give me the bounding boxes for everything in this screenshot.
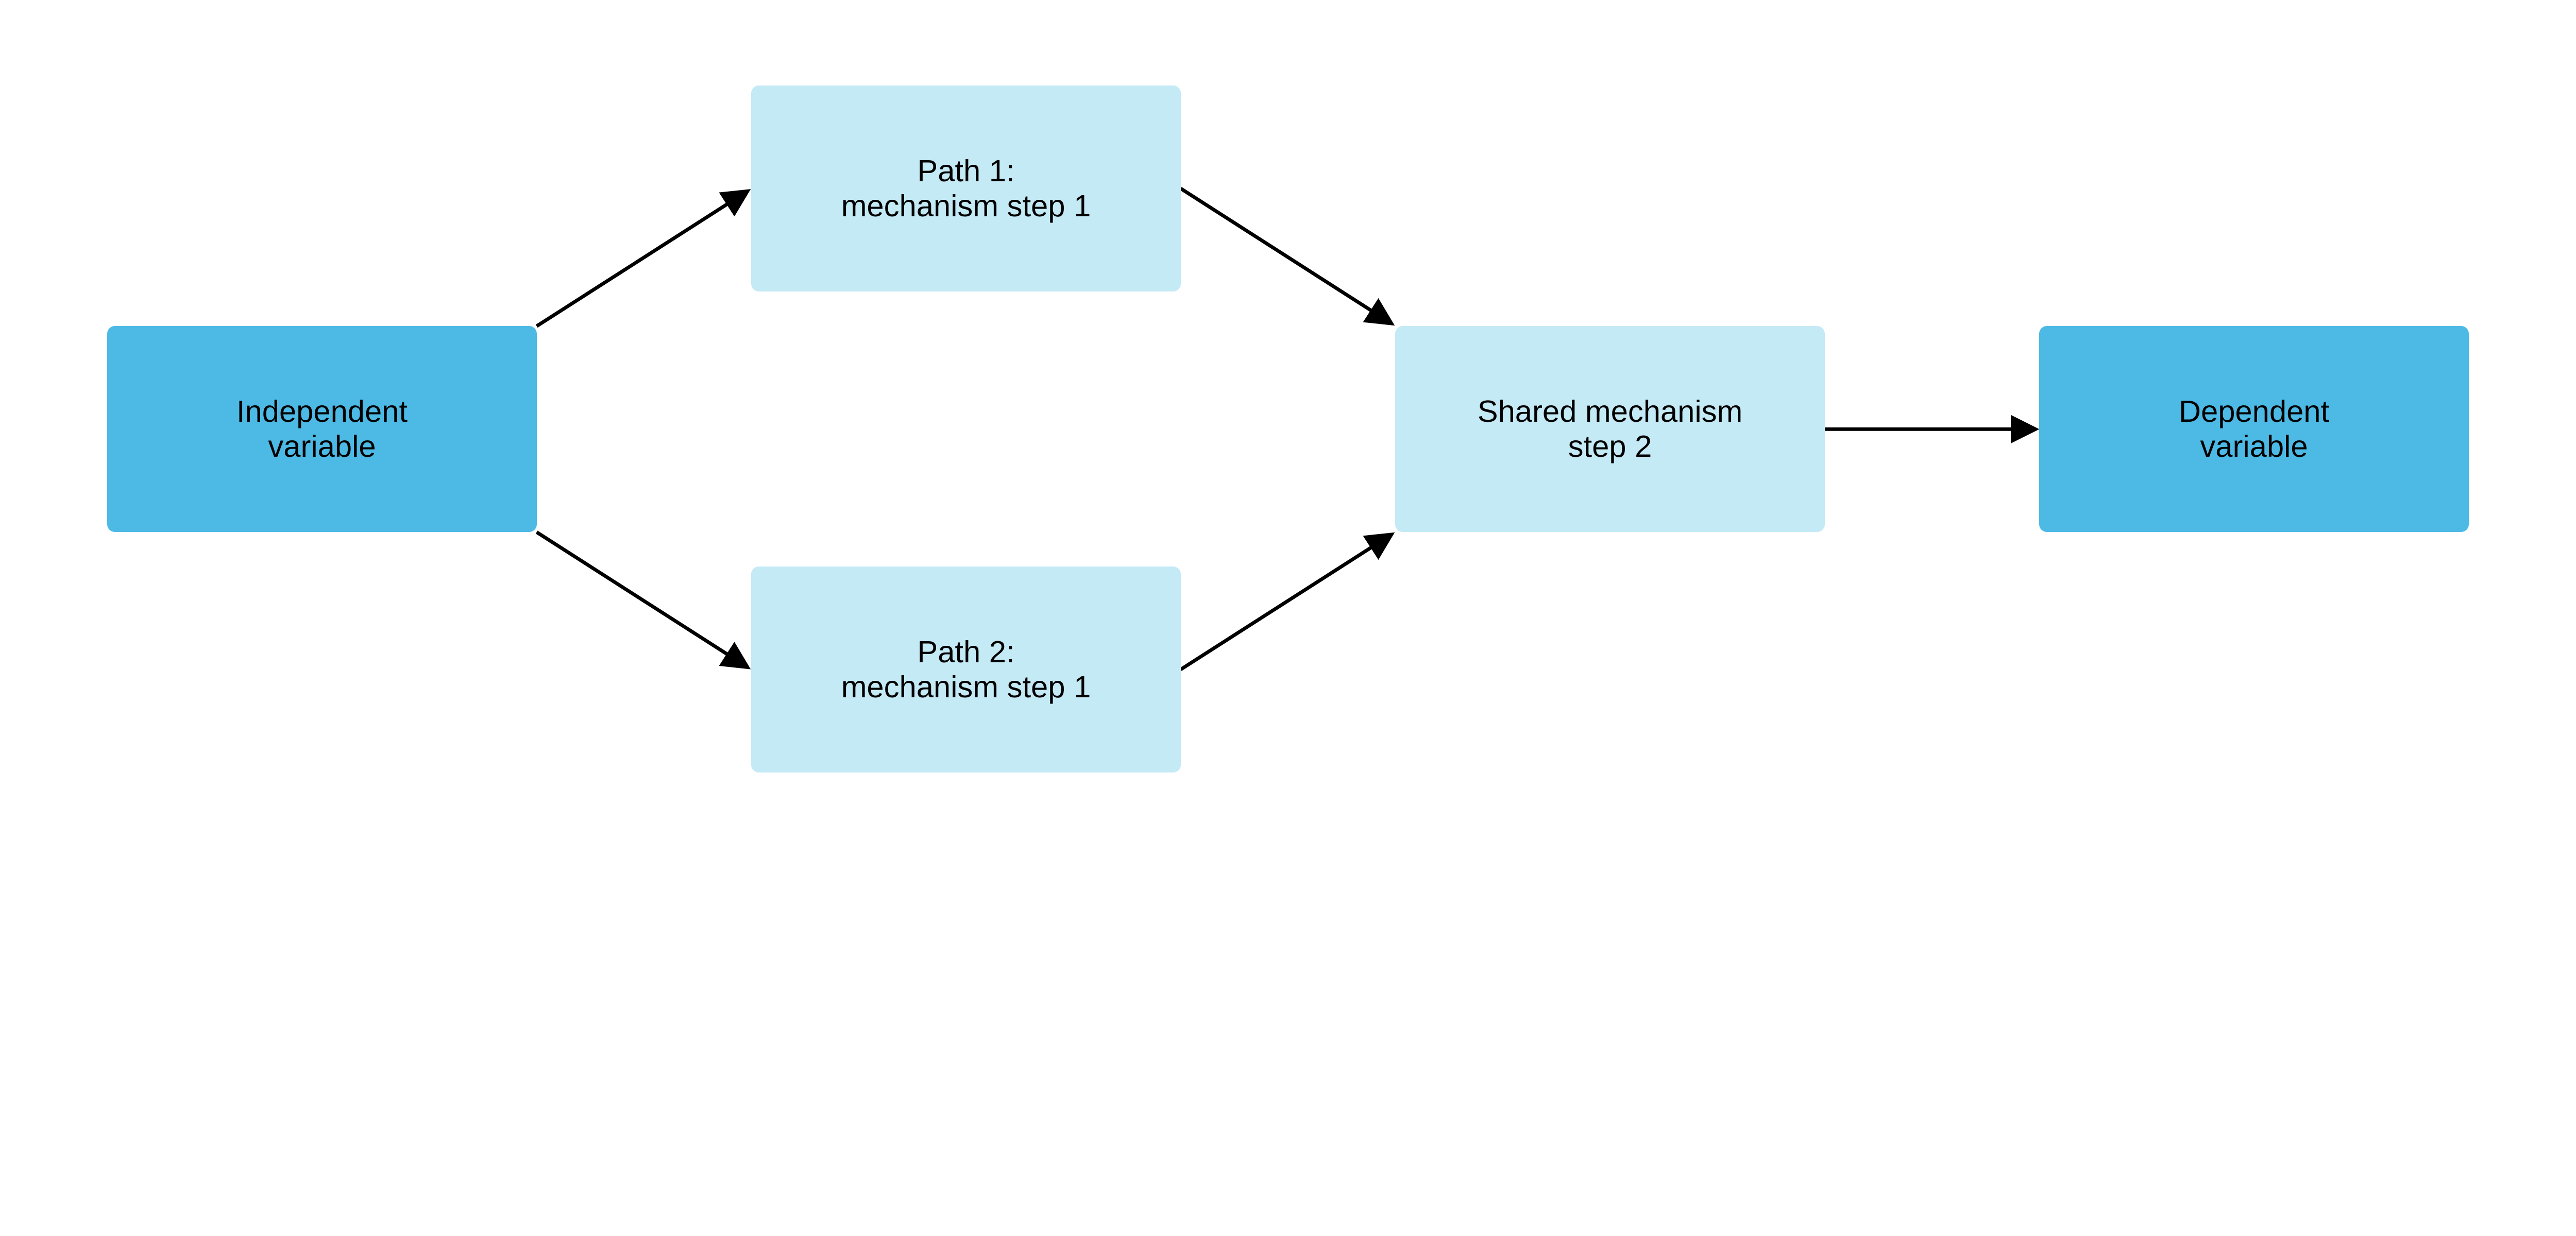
- node-label: step 2: [1568, 429, 1652, 464]
- node-label: variable: [2200, 429, 2308, 464]
- node-label: Independent: [236, 394, 408, 429]
- node-label: mechanism step 1: [841, 670, 1091, 704]
- node-path1-step1: Path 1:mechanism step 1: [751, 85, 1181, 291]
- node-path2-step1: Path 2:mechanism step 1: [751, 566, 1181, 772]
- node-label: Shared mechanism: [1477, 394, 1743, 429]
- node-label: variable: [268, 429, 376, 464]
- arrow-independent-to-path1: [535, 189, 751, 328]
- node-label: Dependent: [2178, 394, 2330, 429]
- node-label: Path 2:: [917, 634, 1015, 669]
- arrow-path1-to-shared: [1179, 187, 1395, 326]
- arrow-path2-to-shared: [1179, 532, 1395, 671]
- arrow-independent-to-path2: [535, 530, 751, 670]
- node-label: mechanism step 1: [841, 188, 1091, 223]
- node-label: Path 1:: [917, 153, 1015, 188]
- edges-layer: [535, 187, 2040, 671]
